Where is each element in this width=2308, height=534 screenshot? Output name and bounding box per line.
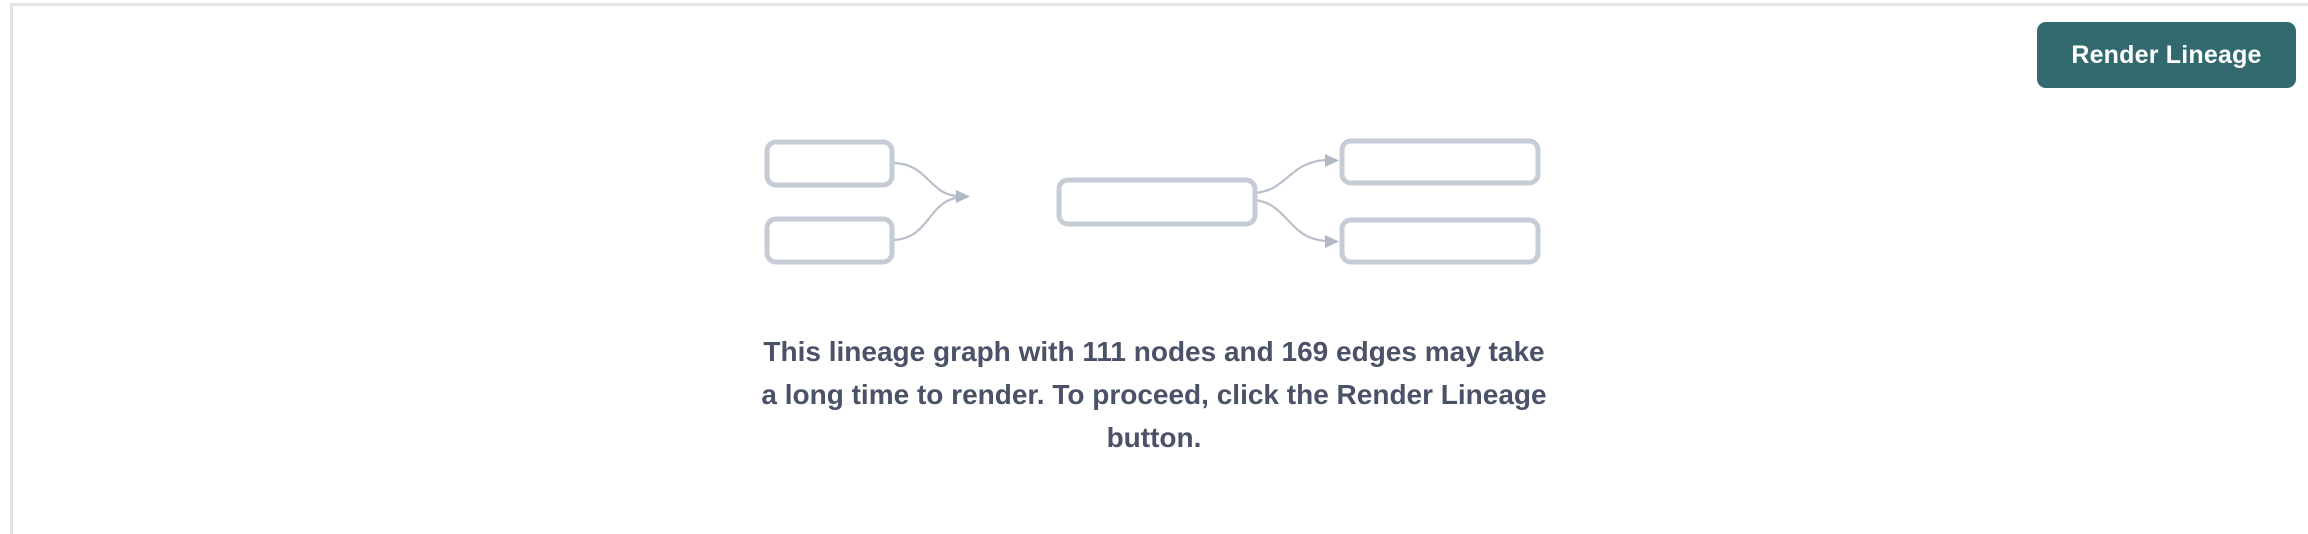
edge-focus-to-downstream-2	[1254, 198, 1339, 248]
edge-upstream-2-to-focus	[891, 196, 957, 242]
lineage-graph-placeholder-illustration	[760, 130, 1550, 275]
panel-top-border	[10, 3, 2308, 6]
edge-focus-to-downstream-1	[1254, 154, 1339, 195]
lineage-node-upstream-1	[764, 139, 895, 188]
edge-upstream-1-to-focus	[891, 161, 970, 203]
lineage-node-downstream-1	[1339, 138, 1541, 186]
lineage-node-upstream-2	[764, 216, 895, 265]
render-lineage-button[interactable]: Render Lineage	[2037, 22, 2296, 88]
lineage-warning-message: This lineage graph with 111 nodes and 16…	[761, 336, 1547, 453]
lineage-node-downstream-2	[1339, 217, 1541, 265]
lineage-node-focus	[1056, 177, 1258, 227]
panel-left-border	[10, 3, 13, 534]
